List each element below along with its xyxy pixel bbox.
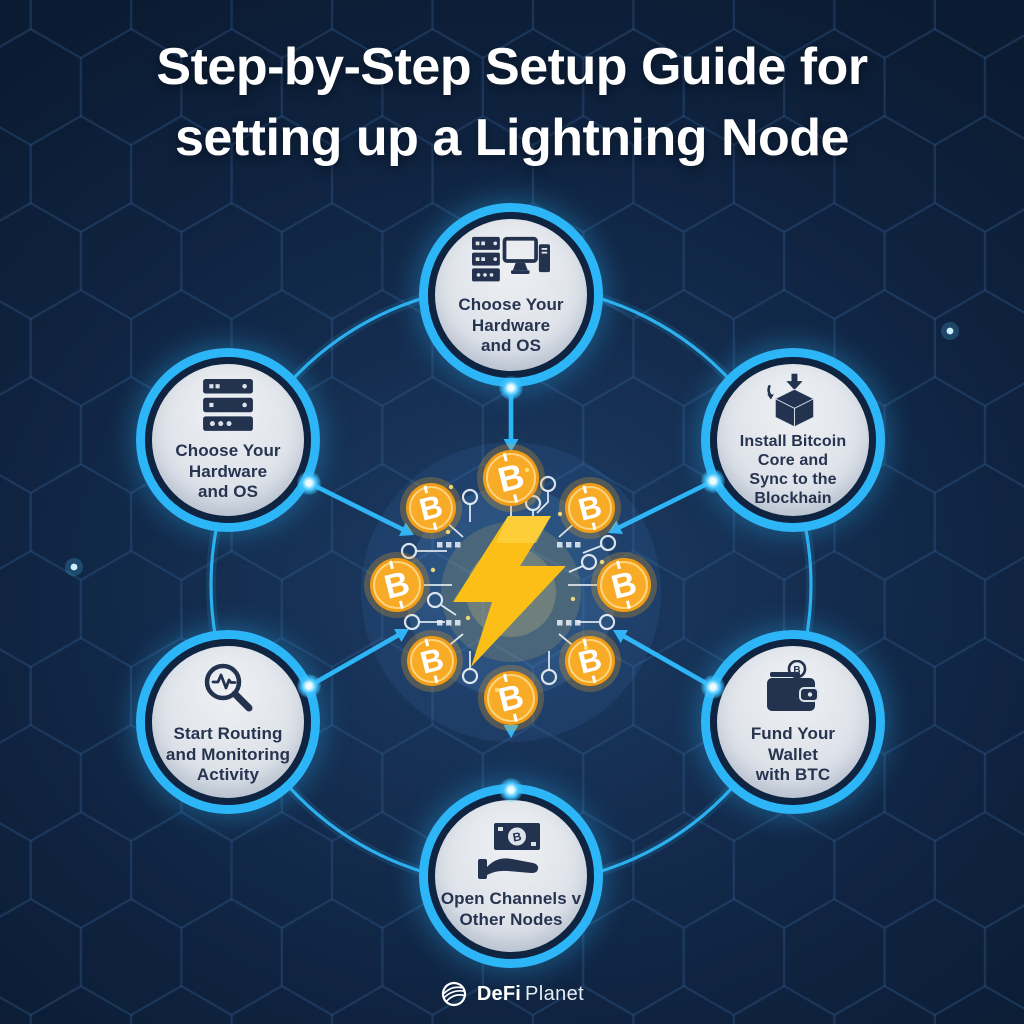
package-download-icon [766, 373, 820, 429]
ambient-dots [65, 322, 959, 576]
bitcoin-coin: B [400, 477, 462, 539]
step-node-install-bitcoin-core: Install Bitcoin Core and Sync to the Blo… [710, 357, 876, 523]
planet-globe-icon [440, 980, 468, 1008]
circuit-traces [400, 475, 617, 686]
defi-planet-logo: DeFi Planet [0, 980, 1024, 1008]
hand-money-icon: B [478, 823, 544, 881]
svg-text:B: B [512, 830, 523, 845]
wallet-coin-icon: B [764, 659, 822, 716]
svg-text:B: B [793, 665, 800, 676]
lightning-bolt [453, 516, 566, 667]
bitcoin-coin: B [559, 630, 621, 692]
step-node-choose-hardware-left: Choose Your Hardware and OS [145, 357, 311, 523]
bitcoin-coin: B [478, 665, 544, 731]
logo-text-light: Planet [525, 982, 585, 1005]
magnifier-activity-icon [200, 660, 256, 716]
bitcoin-coin: B [477, 444, 545, 512]
step-label: Choose Your Hardware and OS [175, 440, 281, 502]
bitcoin-coin: B [559, 477, 621, 539]
desktop-and-server-icon [471, 235, 551, 287]
bitcoin-coin: B [401, 630, 463, 692]
step-node-choose-hardware-top: Choose Your Hardware and OS [428, 212, 594, 378]
flow-arrows [308, 389, 714, 738]
bitcoin-coin: B [364, 552, 430, 618]
step-node-open-channels: B Open Channels v Other Nodes [428, 793, 594, 959]
step-label: Choose Your Hardware and OS [458, 294, 564, 356]
server-rack-icon [203, 378, 253, 433]
step-label: Fund Your Wallet with BTC [750, 723, 836, 785]
step-label: Open Channels v Other Nodes [440, 889, 582, 929]
bitcoin-coin: B [591, 552, 657, 618]
step-label: Start Routing and Monitoring Activity [165, 723, 291, 785]
center-sparkles [430, 467, 605, 693]
logo-text-bold: DeFi [476, 982, 522, 1005]
page-title: Step-by-Step Setup Guide for setting up … [156, 38, 868, 167]
step-node-start-routing: Start Routing and Monitoring Activity [145, 639, 311, 805]
step-node-fund-wallet: B Fund Your Wallet with BTC [710, 639, 876, 805]
step-label: Install Bitcoin Core and Sync to the Blo… [739, 433, 847, 507]
